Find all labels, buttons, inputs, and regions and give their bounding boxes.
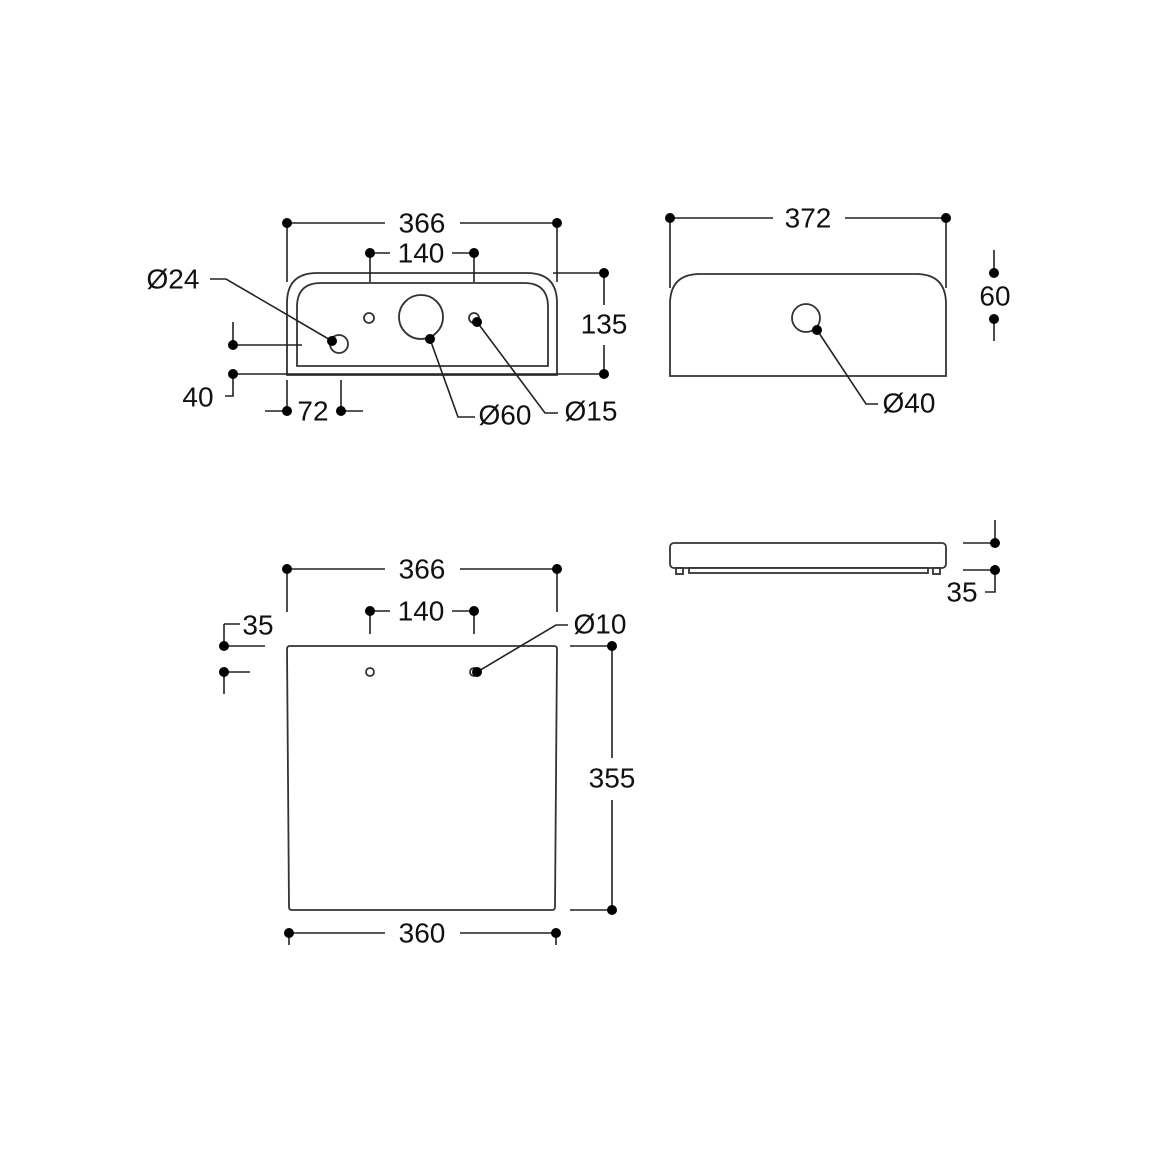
dim-label: 135: [581, 308, 628, 339]
callout-label: Ø15: [565, 395, 618, 426]
dim-label: 372: [785, 202, 832, 233]
dim-355: 355: [570, 641, 635, 915]
dim-135: 135: [233, 268, 627, 379]
dim-366-bottom: 366: [282, 553, 562, 612]
callout-d24: Ø24: [147, 263, 337, 346]
callout-label: Ø24: [147, 263, 200, 294]
dim-label: 35: [946, 576, 977, 607]
dim-label: 360: [399, 917, 446, 948]
callout-d60: Ø60: [425, 334, 531, 430]
dim-label: 60: [979, 280, 1010, 311]
dim-60: 60: [979, 250, 1011, 341]
dim-40: 40: [182, 322, 302, 412]
dim-label: 366: [399, 207, 446, 238]
dim-72: 72: [265, 380, 363, 426]
callout-label: Ø60: [479, 399, 532, 430]
bottom-outline: [286, 645, 558, 911]
foot: [675, 567, 684, 575]
dim-360: 360: [284, 917, 561, 948]
base-strip: [688, 567, 929, 574]
dim-35-side: 35: [946, 520, 1000, 607]
small-hole: [365, 667, 375, 677]
dim-366: 366: [282, 207, 562, 282]
hole-d60: [398, 294, 444, 340]
dim-35-bottom: 35: [219, 609, 274, 694]
top-view: 372 60 Ø40: [665, 202, 1011, 418]
front-view: 366 140 135 40 72 Ø24: [147, 207, 628, 430]
hole-d40: [791, 303, 821, 333]
callout-label: Ø10: [574, 608, 627, 639]
callout-d10: Ø10: [472, 608, 626, 677]
side-view: 35: [669, 520, 1000, 607]
callout-label: Ø40: [883, 387, 936, 418]
callout-d15: Ø15: [472, 317, 617, 426]
dim-label: 355: [589, 762, 636, 793]
dim-label: 366: [399, 553, 446, 584]
dim-label: 72: [297, 395, 328, 426]
dim-label: 35: [242, 609, 273, 640]
foot: [932, 567, 941, 575]
dim-label: 40: [182, 381, 213, 412]
dim-label: 140: [398, 595, 445, 626]
dim-140: 140: [365, 237, 479, 282]
callout-d40: Ø40: [812, 325, 935, 418]
side-outline: [669, 542, 947, 569]
dim-140-bottom: 140: [365, 595, 479, 634]
dim-label: 140: [398, 237, 445, 268]
small-hole: [363, 312, 375, 324]
bottom-view: 366 140 35 Ø10 355 360: [219, 553, 635, 948]
dim-372: 372: [665, 202, 951, 288]
